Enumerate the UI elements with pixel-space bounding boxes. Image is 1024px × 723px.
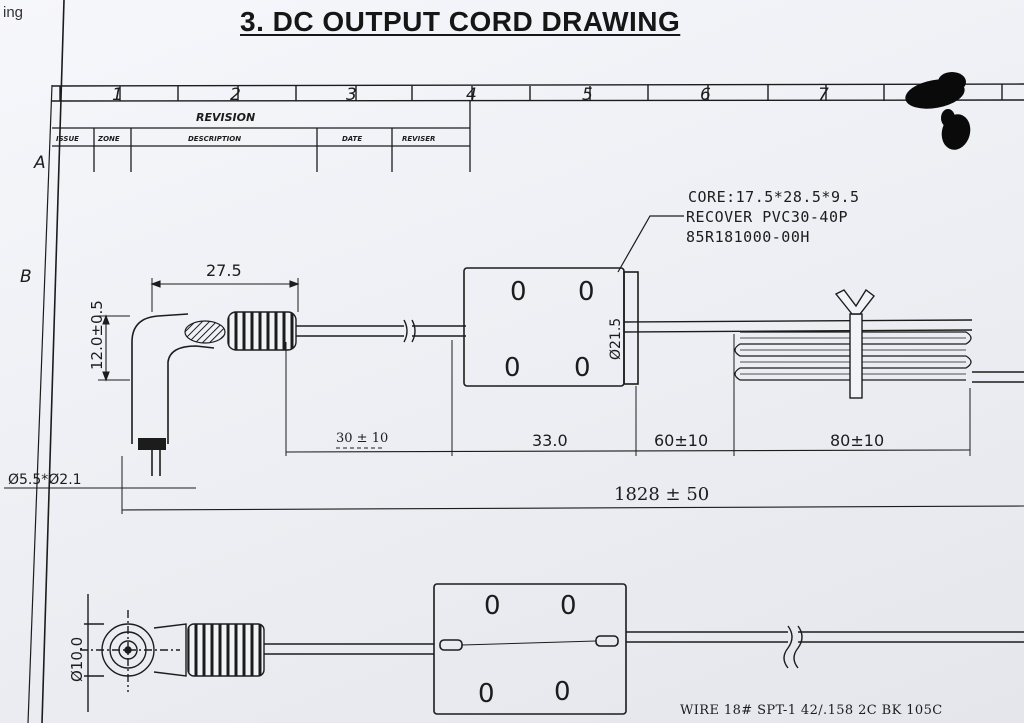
segment-3-dim: 60±10 — [654, 431, 708, 450]
ferrite-core — [463, 267, 639, 387]
core-hole-tl: 0 — [510, 277, 527, 307]
bottom-ferrite-core — [433, 583, 627, 715]
segment-2-dim: 33.0 — [532, 431, 568, 450]
plug-hatched-oval — [184, 320, 226, 344]
grid-col-5: 5 — [582, 85, 593, 105]
grid-col-7: 7 — [818, 85, 829, 105]
core-hole-tr: 0 — [578, 277, 595, 307]
grid-col-4: 4 — [466, 85, 477, 105]
extension-lines — [98, 278, 971, 514]
grid-row-b: B — [20, 267, 32, 287]
front-plug-end — [80, 594, 187, 712]
revision-header-date: DATE — [342, 135, 362, 143]
grid-col-1: 1 — [112, 85, 123, 105]
revision-header-issue: ISSUE — [56, 135, 79, 143]
total-length-dim: 1828 ± 50 — [614, 484, 709, 505]
revision-header-description: DESCRIPTION — [188, 135, 241, 143]
bottom-cord-line — [264, 625, 1024, 669]
page-title: 3. DC OUTPUT CORD DRAWING — [240, 6, 681, 37]
wire-spec: WIRE 18# SPT-1 42/.158 2C BK 105C — [680, 703, 943, 718]
grid-col-6: 6 — [700, 85, 711, 105]
front-diameter-dim: Ø10.0 — [68, 637, 86, 682]
bottom-core-hole-bl: 0 — [478, 679, 495, 709]
front-strain-relief — [187, 623, 265, 677]
revision-header-zone: ZONE — [97, 135, 120, 143]
core-diameter-dim: Ø21.5 — [608, 318, 624, 360]
plug-strain-relief — [227, 311, 297, 351]
cable-tie — [834, 288, 875, 399]
sheet-border-left — [27, 0, 65, 723]
segment-1-dim: 30 ± 10 — [336, 431, 388, 446]
ferrite-callout-leader — [617, 215, 684, 273]
revision-block — [52, 101, 471, 172]
ink-smudge — [905, 72, 971, 150]
ferrite-note-line2: RECOVER PVC30-40P — [686, 208, 848, 226]
ferrite-note-line1: CORE:17.5*28.5*9.5 — [688, 188, 860, 206]
grid-col-3: 3 — [346, 85, 357, 105]
revision-header-reviser: REVISER — [402, 135, 435, 143]
plug-diameter-dim: Ø5.5*Ø2.1 — [8, 472, 82, 488]
cropped-corner-text: ing — [3, 4, 24, 21]
ferrite-note-line3: 85R181000-00H — [686, 228, 810, 246]
bottom-core-hole-tr: 0 — [560, 591, 577, 621]
segment-4-dim: 80±10 — [830, 431, 884, 450]
dimension-lines — [4, 280, 1024, 511]
bottom-core-hole-tl: 0 — [484, 591, 501, 621]
right-angle-plug — [131, 313, 215, 476]
grid-row-a: A — [33, 153, 46, 173]
core-hole-br: 0 — [574, 353, 591, 383]
grid-col-2: 2 — [230, 85, 241, 105]
plug-length-dim: 27.5 — [206, 261, 242, 280]
plug-height-dim: 12.0±0.5 — [88, 300, 106, 370]
revision-title: REVISION — [196, 111, 255, 124]
core-hole-bl: 0 — [504, 353, 521, 383]
grid-bar — [51, 83, 1024, 102]
cord-line — [296, 319, 1024, 383]
bottom-core-hole-br: 0 — [554, 677, 571, 707]
